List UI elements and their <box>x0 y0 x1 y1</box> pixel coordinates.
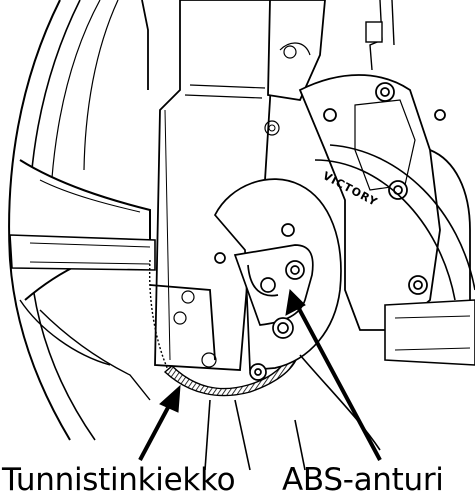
abs-sensor-label: ABS-anturi <box>282 462 444 498</box>
brake-disc <box>294 144 475 471</box>
front-wheel <box>8 0 251 471</box>
label-arrows <box>138 288 382 461</box>
fork-tube <box>141 0 326 371</box>
tone-ring-label: Tunnistinkiekko <box>2 462 236 498</box>
